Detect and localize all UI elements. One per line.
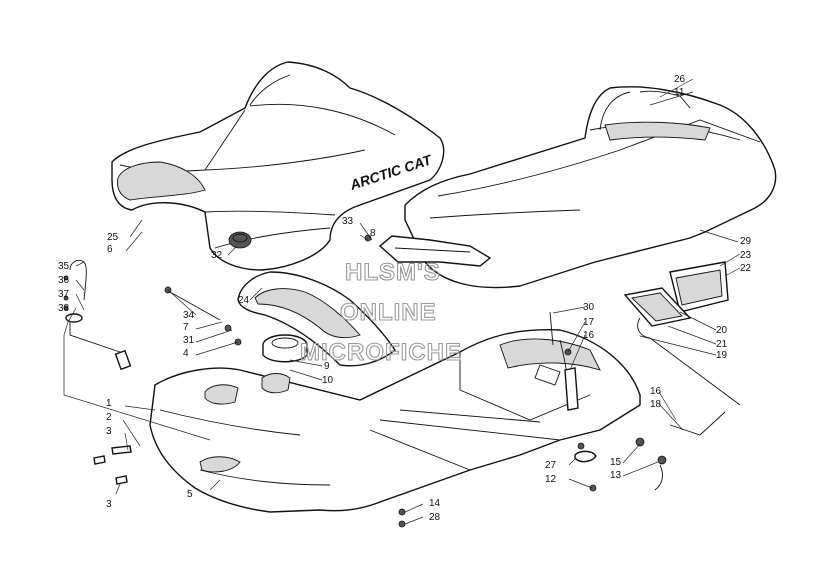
callout-label: 28 (429, 512, 441, 523)
callout-label: 17 (583, 317, 595, 328)
tunnel-frame (149, 328, 641, 513)
callout-label: 14 (429, 498, 441, 509)
callout-label: 30 (583, 302, 595, 313)
callout-label: 27 (545, 460, 557, 471)
front-seat (111, 61, 445, 271)
tail-light (623, 261, 741, 406)
small-parts (93, 234, 726, 528)
seat-cap (228, 231, 252, 249)
callout-label: 35 (58, 261, 70, 272)
callout-label: 23 (740, 250, 752, 261)
callout-label: 18 (650, 399, 662, 410)
fuel-sender (63, 259, 132, 371)
callout-label: 36 (58, 275, 70, 286)
callout-label: 32 (211, 250, 223, 261)
callout-labels: 1 2 3 3 4 5 6 7 8 9 10 11 12 13 14 15 16… (58, 74, 752, 523)
callout-label: 1 (106, 398, 112, 409)
callout-label: 34 (183, 310, 195, 321)
callout-label: 37 (58, 289, 70, 300)
callout-label: 4 (183, 348, 189, 359)
callout-label: 3 (106, 426, 112, 437)
callout-label: 20 (716, 325, 728, 336)
callout-label: 11 (674, 87, 685, 98)
watermark-line-3: MICROFICHE (300, 339, 462, 366)
callout-label: 10 (322, 375, 334, 386)
callout-label: 26 (674, 74, 686, 85)
callout-label: 12 (545, 474, 557, 485)
watermark-line-1: HLSM'S (345, 259, 441, 286)
side-panel (237, 271, 396, 367)
callout-label: 19 (716, 350, 728, 361)
callout-label: 29 (740, 236, 752, 247)
callout-label: 9 (324, 361, 330, 372)
callout-label: 15 (610, 457, 622, 468)
callout-label: 24 (238, 295, 250, 306)
console-bracket (378, 235, 492, 267)
callout-label: 33 (342, 216, 354, 227)
callout-label: 16 (650, 386, 662, 397)
leader-lines (63, 78, 741, 525)
callout-label: 31 (183, 335, 195, 346)
callout-label: 2 (106, 412, 112, 423)
callout-label: 6 (107, 244, 113, 255)
callout-label: 25 (107, 232, 119, 243)
callout-label: 3 (106, 499, 112, 510)
watermark: HLSM'S ONLINE MICROFICHE (299, 258, 462, 366)
callout-label: 7 (183, 322, 189, 333)
fuel-cap (262, 334, 308, 363)
callout-label: 22 (740, 263, 752, 274)
callout-label: 16 (583, 330, 595, 341)
callout-label: 8 (370, 228, 376, 239)
callout-label: 21 (716, 339, 728, 350)
callout-label: 38 (58, 303, 70, 314)
callout-label: 5 (187, 489, 193, 500)
callout-label: 13 (610, 470, 622, 481)
watermark-line-2: ONLINE (340, 299, 437, 326)
rear-seat (404, 86, 777, 289)
